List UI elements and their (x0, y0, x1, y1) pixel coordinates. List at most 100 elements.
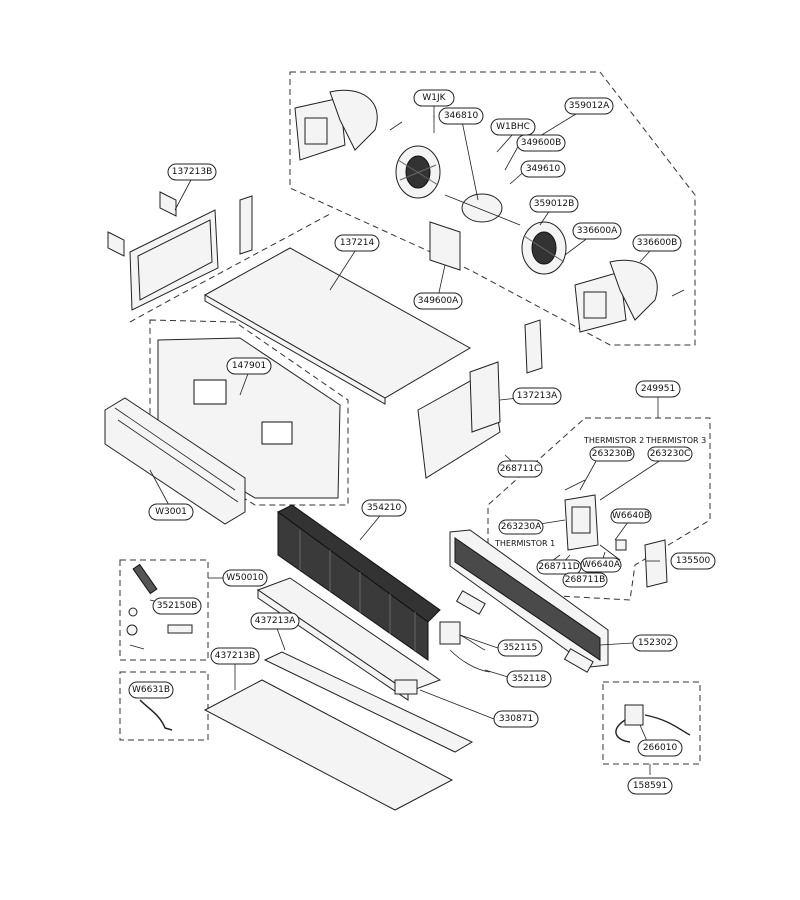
thermistor-1-label: THERMISTOR 1 (494, 539, 555, 548)
callout-text: 437213B (215, 651, 256, 661)
base-panel-437213B (203, 679, 454, 811)
callout-text: W6631B (132, 685, 170, 695)
callout-text: 137213B (172, 167, 213, 177)
screw-352150B-d (129, 644, 145, 650)
callout-359012A: 359012A (564, 97, 614, 115)
callout-359012B: 359012B (529, 195, 579, 213)
thermistor-2-label: THERMISTOR 2 (583, 436, 644, 445)
callout-346810: 346810 (438, 107, 484, 125)
callout-349600B: 349600B (516, 134, 566, 152)
bracket-135500 (644, 539, 668, 588)
washer-352150B-a (128, 607, 138, 617)
callout-352115: 352115 (497, 639, 543, 657)
evaporator-coil-354210 (277, 504, 441, 661)
callout-W6631B: W6631B (128, 681, 174, 699)
drain-spring-W50010 (132, 563, 158, 595)
callout-text: W1BHC (496, 122, 530, 132)
callout-text: 349600B (521, 138, 562, 148)
callout-437213B: 437213B (210, 647, 260, 665)
top-panel-137214 (203, 247, 472, 405)
side-panel-137213A (417, 319, 543, 479)
callout-336600B: 336600B (632, 234, 682, 252)
filter-frame-W3001 (104, 397, 246, 525)
callout-137213B: 137213B (167, 163, 217, 181)
blower-wheel-left (395, 145, 441, 199)
callout-135500: 135500 (670, 552, 716, 570)
callout-352150B: 352150B (152, 597, 202, 615)
callout-text: 135500 (676, 556, 711, 566)
callout-text: 137213A (517, 391, 558, 401)
return-grille-152302 (449, 529, 609, 673)
callout-text: 263230B (592, 449, 633, 459)
side-panel-137213B (107, 191, 253, 311)
callout-text: 249951 (641, 384, 675, 394)
fan-motor (444, 193, 521, 226)
top-panel-group-outline (129, 213, 331, 323)
callout-263230B: 263230B (589, 446, 635, 462)
callout-text: 330871 (499, 714, 533, 724)
callout-147901: 147901 (226, 357, 272, 375)
callout-text: 268711C (500, 464, 541, 474)
callout-152302: 152302 (632, 634, 678, 652)
callout-268711B: 268711B (562, 572, 608, 588)
callout-text: 263230A (501, 522, 542, 532)
callout-437213A: 437213A (250, 612, 300, 630)
callout-text: 346810 (444, 111, 479, 121)
control-box-249951 (539, 479, 627, 571)
nut-352150B-b (126, 624, 138, 636)
screw-left-housing (389, 121, 403, 131)
sensor-266010 (615, 704, 691, 743)
callout-text: 349610 (526, 164, 561, 174)
callout-text: 352150B (157, 601, 198, 611)
callout-349610: 349610 (520, 160, 566, 178)
callout-text: 268711D (538, 562, 579, 572)
callout-352118: 352118 (506, 670, 552, 688)
drain-pump-kit-outline (119, 559, 209, 661)
callout-text: W1JK (422, 93, 446, 103)
callout-354210: 354210 (361, 499, 407, 517)
callout-268711C: 268711C (497, 460, 543, 478)
callout-text: 137214 (340, 238, 375, 248)
thermistor-3-label: THERMISTOR 3 (645, 436, 706, 445)
callout-W50010: W50010 (222, 569, 268, 587)
callout-text: W6640B (612, 511, 650, 521)
cable-W6631B (139, 699, 173, 731)
control-box-group-outline (487, 417, 711, 601)
callout-text: 336600B (637, 238, 678, 248)
base-bracket-437213A (263, 651, 474, 753)
callout-336600A: 336600A (572, 222, 622, 240)
drain-hose-352118 (449, 649, 491, 673)
callout-text: 354210 (367, 503, 402, 513)
callout-137214: 137214 (334, 234, 380, 252)
callout-W1BHC: W1BHC (490, 118, 536, 136)
callout-text: 359012B (534, 199, 575, 209)
pipe-352150B-c (167, 624, 193, 634)
callout-349600A: 349600A (413, 292, 463, 310)
callout-text: 352115 (503, 643, 537, 653)
blower-wheel-right (521, 221, 567, 275)
callout-263230A: 263230A (498, 519, 544, 535)
callout-158591: 158591 (627, 777, 673, 795)
callout-249951: 249951 (635, 380, 681, 398)
drain-pump-352115 (439, 621, 486, 651)
callout-137213A: 137213A (512, 387, 562, 405)
callout-text: 147901 (232, 361, 266, 371)
callout-text: 437213A (255, 616, 296, 626)
blower-housing-left (294, 89, 378, 161)
callout-text: 352118 (512, 674, 547, 684)
blower-housing-right (574, 259, 658, 333)
callout-text: 349600A (418, 296, 459, 306)
screw-right-housing (671, 289, 685, 297)
callout-266010: 266010 (637, 739, 683, 757)
callout-W6640A: W6640A (580, 557, 622, 573)
callout-text: 359012A (569, 101, 610, 111)
callout-text: W50010 (226, 573, 264, 583)
callout-text: 336600A (577, 226, 618, 236)
callout-W6640B: W6640B (610, 508, 652, 524)
callout-330871: 330871 (493, 710, 539, 728)
callout-text: 266010 (643, 743, 678, 753)
callout-text: 152302 (638, 638, 672, 648)
callout-text: 158591 (633, 781, 667, 791)
callout-W3001: W3001 (148, 503, 194, 521)
